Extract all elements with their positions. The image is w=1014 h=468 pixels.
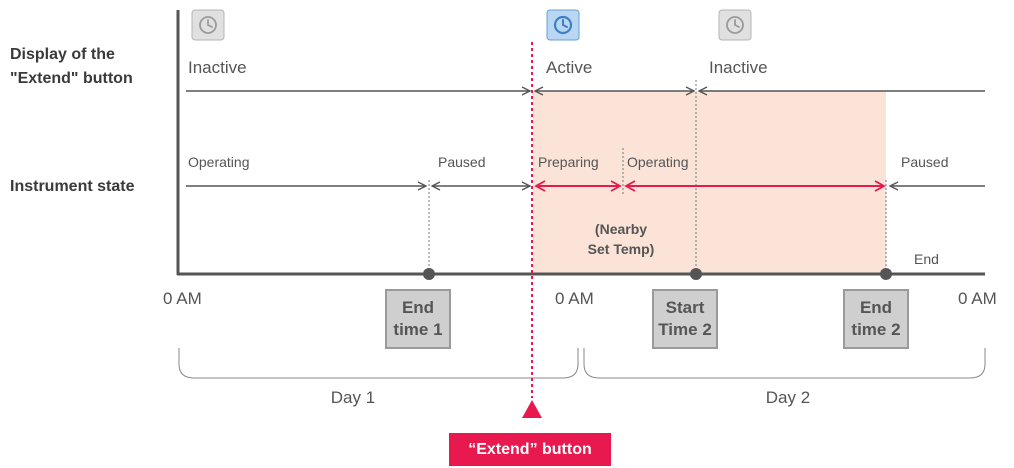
start-time-2-line1: Start bbox=[665, 298, 705, 317]
marker-start-time-2 bbox=[690, 268, 702, 280]
clock-icon bbox=[191, 9, 225, 41]
display-state-inactive-1: Inactive bbox=[188, 58, 247, 77]
instrument-state-operating-2: Operating bbox=[627, 154, 688, 170]
end-time-1-line2: time 1 bbox=[393, 320, 443, 339]
end-time-2-box: End time 2 bbox=[843, 289, 909, 349]
display-row-label-line2: "Extend" button bbox=[10, 70, 133, 87]
day-2-brace bbox=[583, 348, 986, 379]
display-row-label-line1: Display of the bbox=[10, 46, 115, 63]
clock-icon bbox=[546, 9, 580, 41]
extend-pointer-triangle bbox=[522, 400, 542, 418]
instrument-state-paused-1: Paused bbox=[438, 154, 485, 170]
active-period-highlight bbox=[533, 91, 886, 274]
marker-end-time-1 bbox=[423, 268, 435, 280]
nearby-note-line1: (Nearby bbox=[595, 221, 647, 237]
clock-icon bbox=[718, 9, 752, 41]
time-label-0am-3: 0 AM bbox=[958, 289, 997, 308]
instrument-state-paused-2: Paused bbox=[901, 154, 948, 170]
time-label-0am-1: 0 AM bbox=[163, 289, 202, 308]
day-1-label: Day 1 bbox=[331, 388, 375, 407]
end-time-2-line1: End bbox=[859, 298, 893, 317]
display-row-label: Display of the "Extend" button bbox=[10, 43, 133, 91]
display-state-inactive-2: Inactive bbox=[709, 58, 768, 77]
nearby-note-line2: Set Temp) bbox=[588, 241, 655, 257]
instrument-row-label: Instrument state bbox=[10, 178, 135, 195]
extend-button[interactable]: “Extend” button bbox=[449, 433, 611, 466]
instrument-state-preparing: Preparing bbox=[538, 154, 599, 170]
end-time-1-line1: End bbox=[401, 298, 435, 317]
marker-end-time-2 bbox=[880, 268, 892, 280]
day-1-brace bbox=[178, 348, 579, 379]
start-time-2-line2: Time 2 bbox=[658, 320, 712, 339]
display-state-active: Active bbox=[546, 58, 592, 77]
day-2-label: Day 2 bbox=[766, 388, 810, 407]
instrument-state-operating-1: Operating bbox=[188, 154, 249, 170]
end-label: End bbox=[914, 251, 939, 267]
end-time-2-line2: time 2 bbox=[851, 320, 901, 339]
start-time-2-box: Start Time 2 bbox=[652, 289, 718, 349]
time-label-0am-2: 0 AM bbox=[555, 289, 594, 308]
end-time-1-box: End time 1 bbox=[385, 289, 451, 349]
